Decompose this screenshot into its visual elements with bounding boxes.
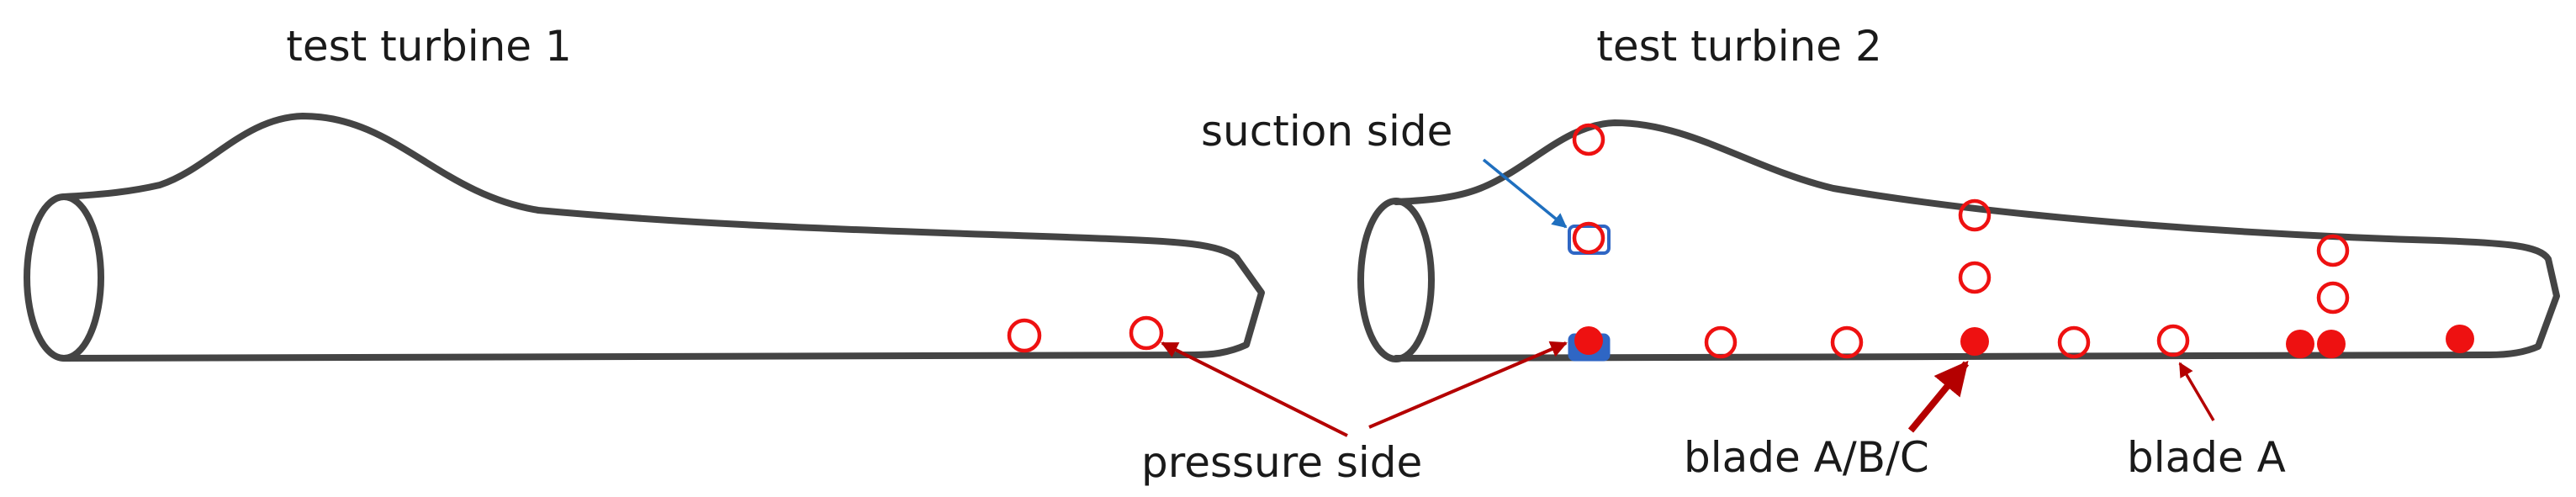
sensor-filled [2446,325,2474,353]
sensor-open [1830,325,1864,359]
blade-1-root-ellipse [24,193,104,362]
turbine-2-sensors [1572,123,2474,359]
sensor-filled [1960,327,1989,356]
suction-side-arrow [1482,158,1568,229]
blade-1-outline [61,113,1265,362]
turbine-1-sensors [1007,315,1164,353]
sensor-open [1129,315,1164,351]
blade-2-root-ellipse [1357,198,1435,362]
sensor-filled [2317,330,2346,358]
blade-a-label: blade A [2127,433,2286,482]
sensor-open [2057,325,2091,359]
sensor-open [1007,318,1042,353]
blade-a-arrow [2178,362,2215,421]
suction-side-label: suction side [1201,107,1452,156]
sensor-open [2156,324,2190,357]
sensor-filled [1574,326,1603,355]
sensor-filled [2286,330,2314,358]
sensor-open [1572,123,1605,156]
turbine-1-title: test turbine 1 [286,22,572,71]
turbine-2-title: test turbine 2 [1596,22,1882,71]
sensor-open [1958,198,1992,232]
sensor-open [2316,234,2350,267]
turbine-1: test turbine 1 [24,22,1348,437]
sensor-open [1704,325,1738,359]
sensor-open [1958,261,1992,294]
blade-abc-label: blade A/B/C [1684,433,1929,482]
pressure-side-label: pressure side [1141,438,1422,487]
sensor-open [2316,281,2350,315]
turbine-2: test turbine 2 [1141,22,2560,487]
blade-abc-arrow [1907,360,1970,433]
pressure-arrow-turbine-2 [1368,341,1568,429]
blade-2-outline [1393,119,2560,362]
pressure-arrow-turbine-1 [1161,341,1348,437]
sensor-open [1572,221,1605,255]
